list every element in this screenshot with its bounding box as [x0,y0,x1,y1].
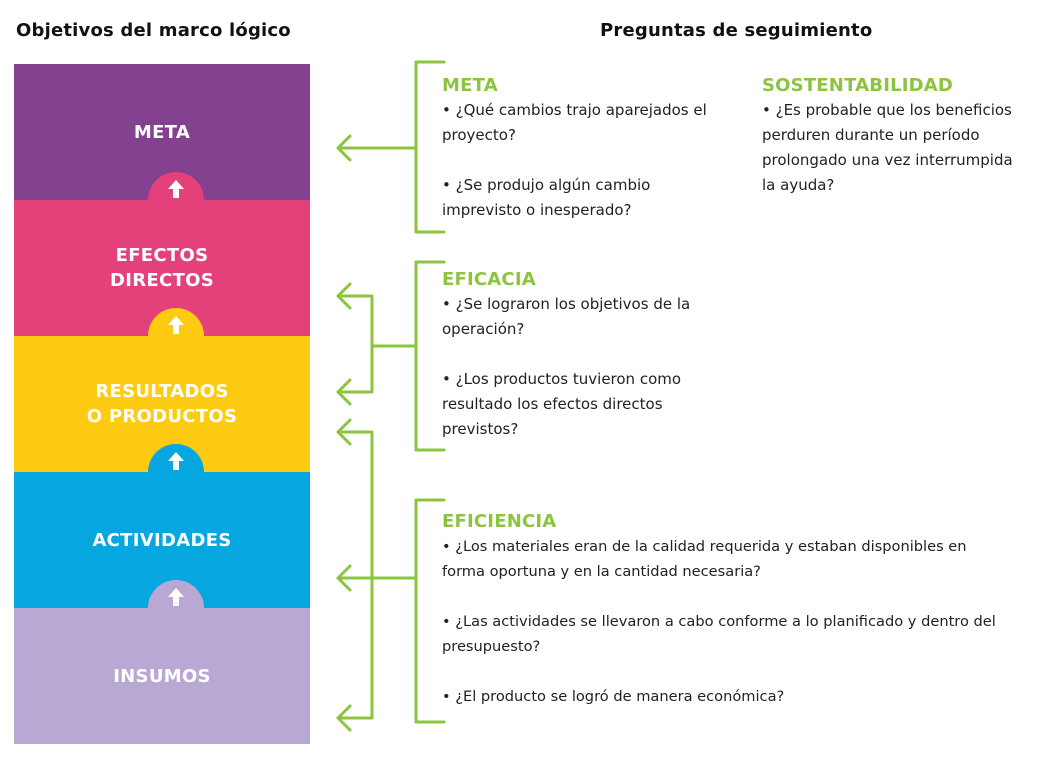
question-line: perduren durante un período [762,126,980,144]
eficiencia-arrowhead-icon [336,704,352,732]
block-actividades-line-1: ACTIVIDADES [92,529,232,551]
question-line: prolongado una vez interrumpida [762,151,1013,169]
question-line: operación? [442,320,525,338]
question-eficiencia-3: • ¿El producto se logró de manera económ… [442,684,1054,709]
eficiencia-fork [336,430,374,720]
section-eficiencia: EFICIENCIA • ¿Los materiales eran de la … [442,510,1054,709]
question-meta-2: • ¿Se produjo algún cambio imprevisto o … [442,173,742,223]
left-column-title: Objetivos del marco lógico [16,20,291,41]
block-insumos: INSUMOS [14,608,310,744]
question-line: resultado los efectos directos [442,395,663,413]
section-eficacia-heading: EFICACIA [442,269,536,290]
section-meta-heading: META [442,75,498,96]
block-insumos-line-1: INSUMOS [113,665,211,687]
question-line: • ¿Las actividades se llevaron a cabo co… [442,613,996,630]
section-eficacia: EFICACIA • ¿Se lograron los objetivos de… [442,268,742,442]
question-line: • ¿Se lograron los objetivos de la [442,295,691,313]
question-eficacia-2: • ¿Los productos tuvieron como resultado… [442,367,742,442]
question-meta-1: • ¿Qué cambios trajo aparejados el proye… [442,98,742,148]
question-line: • ¿Se produjo algún cambio [442,176,651,194]
right-column-title: Preguntas de seguimiento [600,20,873,41]
meta-arrowhead-icon [336,134,352,162]
section-meta: META • ¿Qué cambios trajo aparejados el … [442,74,742,223]
question-line: • ¿Qué cambios trajo aparejados el [442,101,707,119]
eficacia-bracket [414,260,446,452]
section-eficiencia-heading: EFICIENCIA [442,511,557,532]
eficiencia-bracket [414,498,446,724]
section-sostenibilidad-heading: SOSTENTABILIDAD [762,75,954,96]
block-meta-line-1: META [133,121,191,143]
eficiencia-arrowhead-icon [336,564,352,592]
eficiencia-arrowhead-icon [336,418,352,446]
section-sostenibilidad: SOSTENTABILIDAD • ¿Es probable que los b… [762,74,1052,198]
question-eficiencia-2: • ¿Las actividades se llevaron a cabo co… [442,609,1054,659]
block-resultados-line-2: O PRODUCTOS [86,406,238,427]
question-line: • ¿Los productos tuvieron como [442,370,682,388]
block-efectos-line-1: EFECTOS [115,245,209,266]
question-sostenibilidad-1: • ¿Es probable que los beneficios perdur… [762,98,1052,198]
question-line: • ¿El producto se logró de manera económ… [442,688,785,705]
eficacia-fork [336,294,374,394]
meta-bracket [414,60,446,234]
question-line: presupuesto? [442,638,541,655]
block-resultados-line-1: RESULTADOS [95,381,229,402]
block-actividades: ACTIVIDADES [14,472,310,608]
question-line: previstos? [442,420,519,438]
block-efectos-line-2: DIRECTOS [110,270,214,291]
question-line: • ¿Es probable que los beneficios [762,101,1012,119]
question-eficacia-1: • ¿Se lograron los objetivos de la opera… [442,292,742,342]
question-line: imprevisto o inesperado? [442,201,632,219]
question-line: proyecto? [442,126,516,144]
question-line: forma oportuna y en la cantidad necesari… [442,563,761,580]
question-eficiencia-1: • ¿Los materiales eran de la calidad req… [442,534,1054,584]
question-line: la ayuda? [762,176,835,194]
eficacia-arrowhead-icon [336,282,352,310]
question-line: • ¿Los materiales eran de la calidad req… [442,538,967,555]
eficacia-arrowhead-icon [336,378,352,406]
